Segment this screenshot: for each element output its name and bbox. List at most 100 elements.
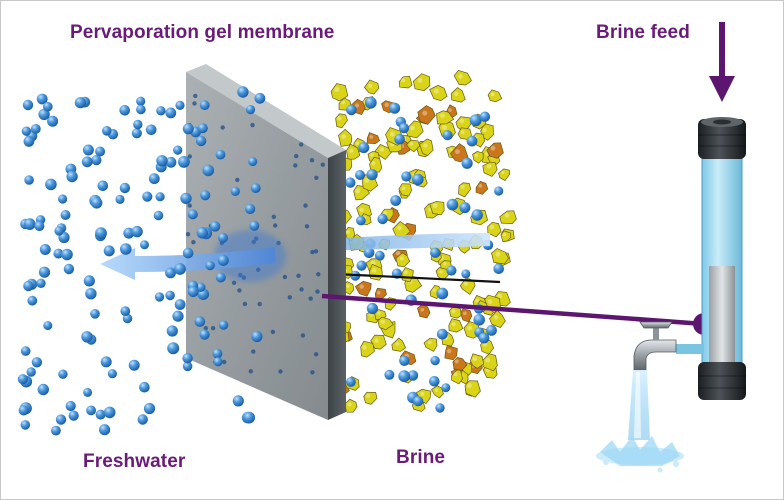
crystal-highlight — [482, 342, 488, 347]
sphere-icon — [412, 173, 424, 186]
sphere-icon — [218, 320, 229, 330]
crystal-highlight — [399, 256, 404, 261]
crystal-icon — [377, 316, 394, 331]
sphere-icon — [429, 376, 440, 387]
crystal-highlight — [362, 345, 367, 350]
sphere-icon — [215, 272, 226, 283]
sphere-icon — [22, 99, 34, 111]
crystal-highlight — [439, 270, 443, 274]
crystal-icon — [500, 230, 512, 242]
membrane-pore — [300, 333, 306, 338]
sphere-icon — [36, 93, 48, 105]
sphere-icon — [91, 197, 103, 209]
crystal-highlight — [487, 299, 493, 304]
crystal-icon — [449, 305, 462, 319]
crystal-highlight — [346, 230, 350, 234]
sphere-icon — [249, 220, 260, 231]
crystal-highlight — [504, 213, 510, 218]
crystal-icon — [482, 161, 498, 177]
crystal-icon — [363, 79, 380, 95]
sphere-icon — [90, 309, 100, 319]
sphere-icon — [174, 263, 186, 275]
crystal-icon — [374, 287, 387, 300]
crystal-icon — [415, 388, 432, 405]
sphere-icon — [374, 250, 385, 261]
sphere-icon — [430, 247, 441, 258]
sphere-icon — [143, 402, 156, 415]
crystal-icon — [487, 221, 502, 238]
faucet-spout — [633, 339, 677, 371]
membrane-pore — [237, 288, 242, 293]
membrane-pore — [313, 249, 319, 254]
crystal-highlight — [401, 186, 406, 191]
sphere-icon — [377, 213, 388, 225]
crystal-highlight — [349, 148, 354, 153]
membrane-pore — [192, 101, 197, 106]
sphere-icon — [250, 183, 261, 194]
sphere-icon — [346, 104, 357, 116]
crystal-icon — [346, 143, 361, 160]
crystal-icon — [451, 369, 463, 385]
membrane-pore — [231, 280, 237, 285]
crystal-icon — [448, 318, 464, 333]
sphere-icon — [81, 156, 93, 168]
sphere-icon — [23, 136, 35, 147]
sphere-icon — [51, 425, 61, 436]
crystal-icon — [417, 105, 436, 125]
sphere-icon — [398, 123, 410, 134]
sphere-icon — [366, 302, 378, 315]
sphere-icon — [364, 96, 377, 109]
crystal-icon — [429, 84, 448, 101]
sphere-icon — [430, 355, 440, 366]
crystal-highlight — [370, 260, 376, 266]
sphere-icon — [24, 175, 34, 185]
sphere-icon — [401, 171, 412, 182]
crystal-highlight — [448, 108, 452, 112]
membrane-pore — [251, 349, 256, 354]
crystal-highlight — [355, 141, 360, 146]
sphere-icon — [26, 367, 36, 377]
sphere-icon — [182, 353, 193, 364]
sphere-icon — [85, 288, 97, 300]
sphere-icon — [95, 409, 106, 420]
crystal-icon — [338, 128, 353, 147]
membrane-pore — [242, 301, 248, 307]
sphere-icon — [182, 247, 194, 259]
crystal-highlight — [440, 113, 445, 118]
sphere-icon — [237, 86, 249, 98]
sphere-icon — [120, 306, 131, 316]
sphere-icon — [115, 194, 125, 204]
membrane-pore — [250, 122, 255, 128]
crystal-icon — [370, 334, 387, 350]
sphere-icon — [100, 356, 112, 368]
sphere-icon — [486, 325, 497, 336]
faucet-icon — [596, 321, 704, 473]
sphere-icon — [155, 192, 165, 202]
crystal-icon — [487, 89, 503, 102]
sphere-icon — [37, 383, 49, 396]
membrane-pore — [282, 274, 288, 280]
sphere-icon — [254, 92, 266, 104]
crystal-highlight — [466, 383, 472, 388]
crystal-highlight — [371, 268, 377, 273]
crystal-highlight — [432, 288, 436, 292]
sphere-icon — [384, 369, 395, 380]
sphere-icon — [45, 178, 57, 191]
sphere-icon — [122, 313, 133, 324]
sphere-icon — [180, 192, 192, 205]
sphere-icon — [140, 240, 149, 250]
sphere-icon — [145, 124, 157, 136]
sphere-icon — [469, 114, 482, 127]
membrane-pore — [309, 158, 315, 163]
crystal-highlight — [501, 170, 505, 175]
sphere-icon — [102, 126, 112, 136]
crystal-icon — [464, 380, 481, 398]
sphere-icon — [128, 359, 140, 371]
sphere-icon — [200, 190, 211, 201]
water-splash — [596, 436, 684, 473]
crystal-icon — [413, 73, 431, 92]
sphere-icon — [53, 248, 64, 259]
crystal-highlight — [427, 340, 432, 345]
